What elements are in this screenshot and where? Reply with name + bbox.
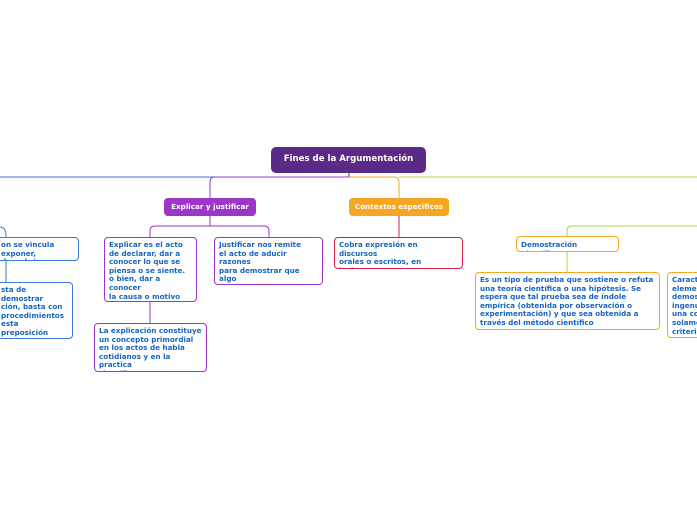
node-contextos-definicion[interactable]: Cobra expresión en discursos orales o es… — [334, 237, 463, 269]
left-node-demostrar[interactable]: sta de demostrar ción, basta con procedi… — [0, 282, 73, 339]
node-explicacion-concepto[interactable]: La explicación constituye un concepto pr… — [94, 323, 207, 372]
contextos-connector — [349, 176, 400, 198]
explicar-sub-connector — [149, 216, 270, 237]
demostracion-sub-connector — [566, 225, 697, 236]
left-sub-connector — [0, 226, 7, 282]
left-node-vincula[interactable]: on se vincula exponer, descubrir. — [0, 237, 79, 261]
branch-demostracion-cientifica[interactable]: Demostración Científica — [516, 236, 619, 252]
node-prueba-definicion[interactable]: Es un tipo de prueba que sostiene o refu… — [475, 272, 660, 330]
branch-contextos-especificos[interactable]: Contextos especificos — [349, 198, 449, 216]
node-justificar-definicion[interactable]: Justificar nos remite el acto de aducir … — [214, 237, 323, 285]
branch-explicar-y-justificar[interactable]: Explicar y justificar — [164, 198, 256, 216]
root-topic[interactable]: Fines de la Argumentación — [271, 147, 426, 173]
node-explicar-definicion[interactable]: Explicar es el acto de declarar, dar a c… — [104, 237, 197, 302]
explicar-connector — [209, 176, 349, 198]
